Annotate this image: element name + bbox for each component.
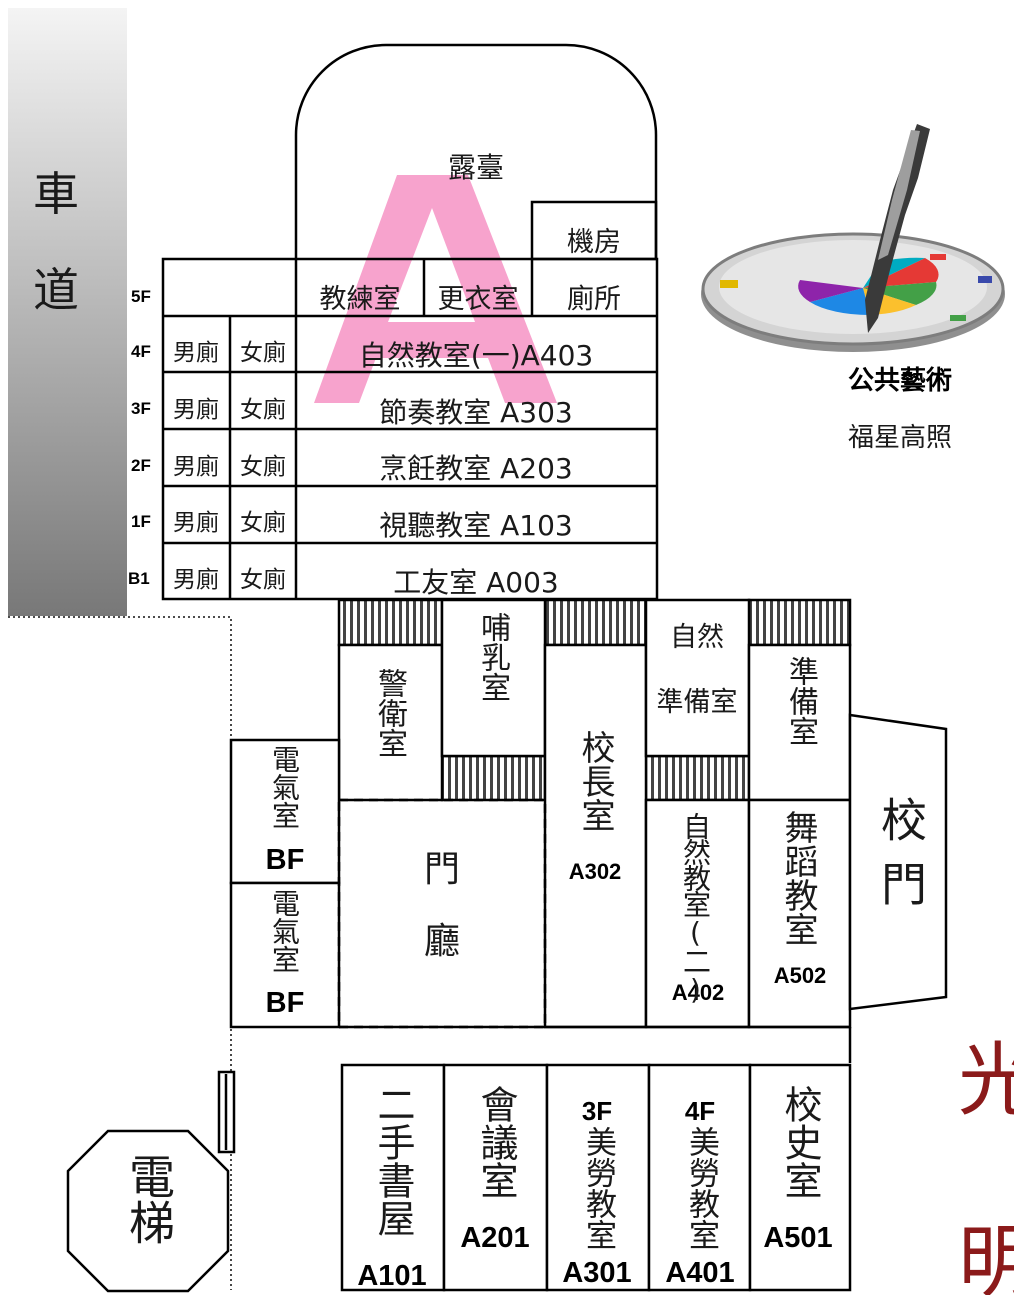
male-restroom-label: 男廁 — [173, 454, 219, 480]
room-code-label: A401 — [665, 1257, 734, 1289]
prep-room — [747, 643, 852, 802]
floor-label: 1F — [131, 512, 151, 531]
female-restroom-label: 女廁 — [240, 340, 286, 366]
restroom-labels: 男廁 女廁 男廁 女廁 男廁 女廁 男廁 女廁 男廁 女廁 — [173, 340, 286, 593]
stripe-bar — [644, 754, 751, 802]
stripe-bar — [543, 598, 648, 647]
floor-label: 2F — [131, 456, 151, 475]
tower-room-label: 視聽教室 A103 — [379, 509, 573, 542]
history-room — [748, 1063, 852, 1292]
terrace-label: 露臺 — [448, 151, 504, 184]
changing-room-label: 更衣室 — [438, 284, 519, 315]
science-room-2 — [644, 798, 751, 1029]
room-code-label: A302 — [569, 859, 622, 884]
female-restroom-label: 女廁 — [240, 510, 286, 536]
tower-room-label: 節奏教室 A303 — [379, 396, 573, 429]
terrace-outline — [294, 43, 658, 258]
room-code-label: A501 — [763, 1222, 832, 1254]
guard-room — [337, 643, 444, 802]
driveway-label-char-1: 車 — [33, 167, 79, 221]
stripe-bar — [747, 598, 852, 647]
edge-text-char-2: 明 — [958, 1216, 1014, 1295]
dance-room — [747, 798, 852, 1029]
male-restroom-label: 男廁 — [173, 340, 219, 366]
electric-room-label-1: 電氣室 — [268, 745, 301, 829]
used-book-room-label: 二手書屋 — [371, 1085, 415, 1237]
history-room-label: 校史室 — [778, 1085, 822, 1199]
principal-room-label: 校長室 — [575, 730, 615, 832]
electric-room-2 — [229, 881, 341, 1029]
prep-room-label: 準備室 — [783, 656, 818, 746]
public-art-sundial-image — [701, 124, 1005, 352]
science-room-2-label: 自然教室(二) — [679, 812, 712, 1004]
tower-room-label: 工友室 A003 — [393, 566, 559, 599]
machine-room-label: 機房 — [567, 227, 621, 258]
science-prep-label-a: 自然 — [670, 622, 724, 653]
elevator[interactable] — [66, 1129, 230, 1293]
male-restroom-label: 男廁 — [173, 510, 219, 536]
floor-label: 5F — [131, 287, 151, 306]
lobby-label-b: 廳 — [424, 921, 461, 962]
school-gate[interactable] — [848, 713, 948, 1011]
school-gate-label: 校門 — [874, 796, 928, 924]
nursing-room — [440, 598, 547, 758]
elevator-label: 電梯 — [122, 1153, 176, 1245]
female-restroom-label: 女廁 — [240, 454, 286, 480]
male-restroom-label: 男廁 — [173, 397, 219, 423]
building-letter-a — [314, 175, 557, 403]
room-code-label: A201 — [460, 1222, 529, 1254]
stripe-bar — [440, 754, 547, 802]
science-prep-label-b: 準備室 — [657, 687, 738, 718]
lobby — [337, 798, 547, 1029]
restroom-label: 廁所 — [567, 284, 621, 315]
guard-room-label: 警衛室 — [372, 668, 407, 758]
room-code-label: A301 — [562, 1257, 631, 1289]
floor-tag-4f: 4F — [685, 1096, 715, 1126]
room-code-label: A502 — [774, 963, 827, 988]
female-restroom-label: 女廁 — [240, 397, 286, 423]
floor-label: 3F — [131, 399, 151, 418]
coach-room-label: 教練室 — [320, 284, 401, 315]
public-art-name: 福星高照 — [848, 423, 952, 453]
meeting-room — [442, 1063, 549, 1292]
floor-label: B1 — [128, 569, 150, 588]
dance-room-label: 舞蹈教室 — [778, 810, 818, 946]
room-code-label: A402 — [672, 980, 725, 1005]
art-room-3f-label: 美勞教室 — [580, 1126, 616, 1250]
art-room-4f — [647, 1063, 752, 1292]
electric-room-label-2: 電氣室 — [268, 889, 301, 973]
science-prep-room — [644, 598, 751, 758]
edge-text-char-1: 光 — [958, 1034, 1014, 1127]
electric-room-1 — [229, 738, 341, 885]
tower-room-labels: 自然教室(一)A403 節奏教室 A303 烹飪教室 A203 視聽教室 A10… — [359, 339, 593, 599]
female-restroom-label: 女廁 — [240, 567, 286, 593]
floor-tag-3f: 3F — [582, 1096, 612, 1126]
site-boundary — [8, 616, 232, 1290]
driveway-label-char-2: 道 — [33, 263, 79, 317]
nursing-room-label: 哺乳室 — [475, 612, 510, 702]
public-art-title: 公共藝術 — [848, 366, 952, 396]
bf-label: BF — [266, 987, 305, 1019]
tower-room-label: 自然教室(一)A403 — [359, 339, 593, 372]
driveway-strip — [8, 8, 127, 616]
bf-label: BF — [266, 844, 305, 876]
stripe-bar — [337, 598, 444, 647]
floor-label: 4F — [131, 342, 151, 361]
lobby-label-a: 門 — [424, 849, 461, 890]
principal-room — [543, 643, 648, 1029]
used-book-room — [340, 1063, 446, 1292]
tower-room-label: 烹飪教室 A203 — [379, 452, 573, 485]
room-code-label: A101 — [357, 1260, 426, 1292]
floor-labels: 5F 4F 3F 2F 1F B1 — [128, 287, 151, 588]
male-restroom-label: 男廁 — [173, 567, 219, 593]
art-room-4f-label: 美勞教室 — [683, 1126, 719, 1250]
meeting-room-label: 會議室 — [474, 1085, 518, 1199]
